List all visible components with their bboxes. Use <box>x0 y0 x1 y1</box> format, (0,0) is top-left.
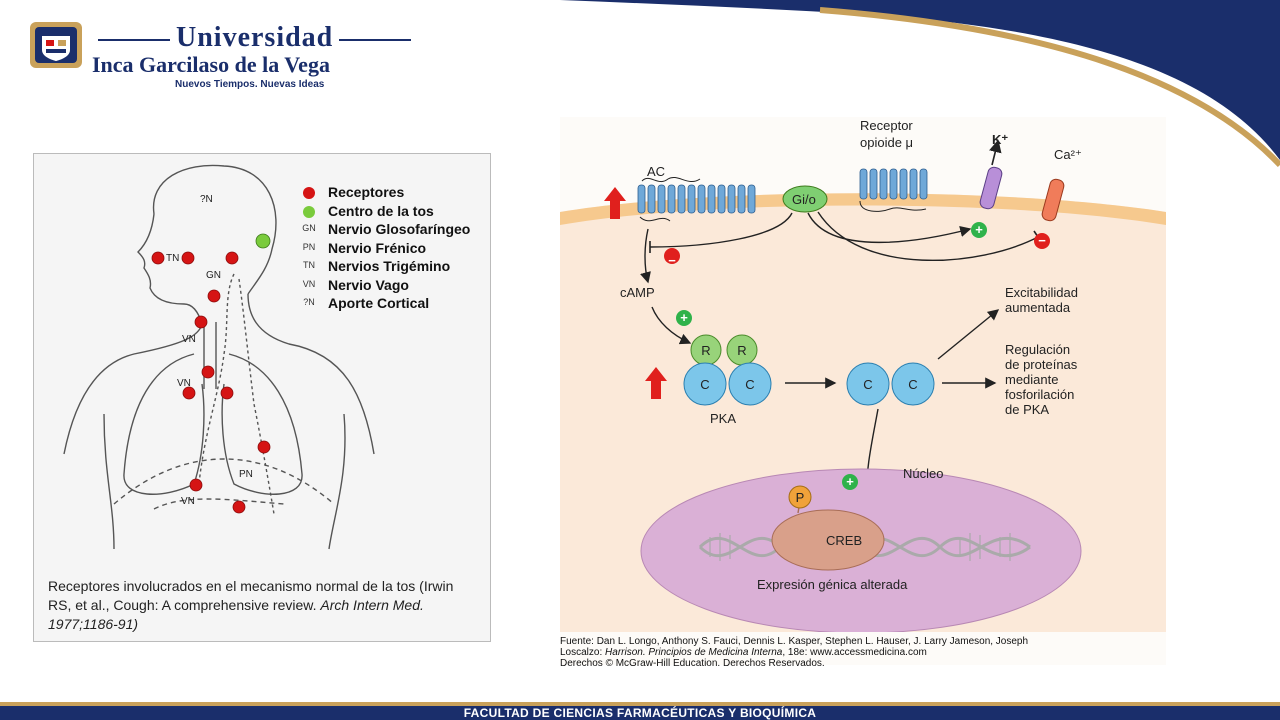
university-title-line1: Universidad <box>92 22 417 54</box>
label-vagus-upper: VN <box>182 334 196 345</box>
label-k: K⁺ <box>992 132 1009 147</box>
red-dot-icon <box>303 187 315 199</box>
label-ca: Ca²⁺ <box>1054 147 1082 162</box>
label-glossopharyngeal: GN <box>206 270 221 281</box>
source-citation: Fuente: Dan L. Longo, Anthony S. Fauci, … <box>560 636 1029 669</box>
label-r: R <box>701 343 711 358</box>
label-gene-expression: Expresión génica alterada <box>757 577 908 592</box>
label-vagus-middle: VN <box>177 378 191 389</box>
header-band <box>0 0 1280 168</box>
label-c: C <box>700 377 710 392</box>
green-dot-icon <box>303 205 315 218</box>
label-creb: CREB <box>826 533 863 548</box>
plus-badge: + <box>846 474 854 489</box>
label-c: C <box>863 377 873 392</box>
label-c: C <box>745 377 755 392</box>
label-camp: cAMP <box>620 285 655 300</box>
plus-badge: + <box>680 310 688 325</box>
footer-bar <box>0 706 1280 720</box>
cough-receptors-figure: ?N TN GN VN VN PN VN Receptores Centro d… <box>33 153 491 642</box>
minus-badge: − <box>668 253 676 268</box>
label-p: P <box>795 490 805 505</box>
opioid-signaling-figure: − + + − + AC Gi/o Receptor opioide μ K⁺ … <box>560 117 1166 669</box>
label-gio: Gi/o <box>792 192 816 207</box>
label-vagus-lower: VN <box>181 496 195 507</box>
university-logo: Universidad Inca Garcilaso de la Vega Nu… <box>28 20 498 90</box>
university-crest-icon <box>30 22 82 68</box>
label-cortical: ?N <box>200 194 213 205</box>
label-ac: AC <box>647 164 666 179</box>
label-excitability-1: Excitabilidad <box>1005 285 1078 300</box>
label-phrenic: PN <box>239 469 253 480</box>
label-receptor: Receptor <box>860 118 913 133</box>
minus-badge: − <box>1038 233 1046 248</box>
label-excitability-2: aumentada <box>1005 300 1071 315</box>
label-opioid: opioide μ <box>860 135 914 150</box>
plus-badge: + <box>975 222 983 237</box>
label-regulation-1: Regulación <box>1005 342 1071 357</box>
label-regulation-2: de proteínas <box>1005 357 1078 372</box>
label-regulation-5: de PKA <box>1005 402 1050 417</box>
label-c: C <box>908 377 918 392</box>
figure-caption: Receptores involucrados en el mecanismo … <box>48 578 454 632</box>
label-pka: PKA <box>710 411 737 426</box>
faculty-title: FACULTAD DE CIENCIAS FARMACÉUTICAS Y BIO… <box>463 706 817 720</box>
university-tagline: Nuevos Tiempos. Nuevas Ideas <box>175 79 325 90</box>
body-diagram <box>63 164 375 550</box>
label-regulation-3: mediante <box>1005 372 1059 387</box>
label-regulation-4: fosforilación <box>1005 387 1075 402</box>
label-r: R <box>737 343 747 358</box>
label-nucleus: Núcleo <box>903 466 944 481</box>
signaling-diagram <box>560 139 1166 632</box>
footer-stripe <box>0 702 1280 706</box>
label-trigeminal: TN <box>166 253 180 264</box>
university-title-line2: Inca Garcilaso de la Vega <box>92 52 330 77</box>
